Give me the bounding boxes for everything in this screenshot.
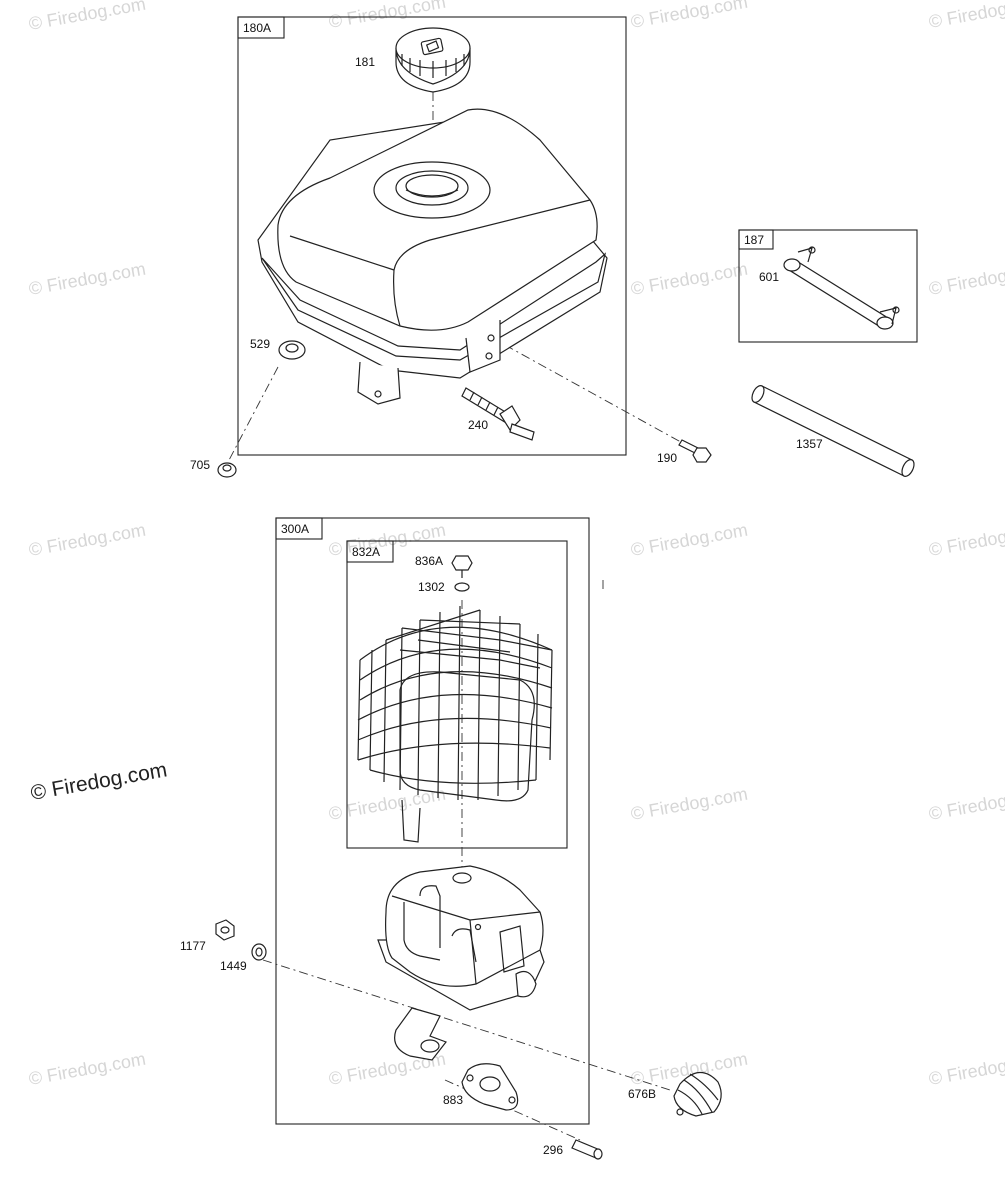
callout-296: 296	[543, 1143, 563, 1157]
watermark: © Firedog.com	[629, 0, 749, 32]
watermark: © Firedog.com	[927, 0, 1005, 32]
fuel-tank-part	[257, 108, 608, 405]
washer-529-part	[278, 340, 306, 360]
watermark: © Firedog.com	[629, 784, 749, 824]
group-title-box	[738, 229, 774, 250]
callout-240: 240	[468, 418, 488, 432]
muffler-part	[377, 865, 545, 1061]
watermark: © Firedog.com	[927, 784, 1005, 824]
watermark: © Firedog.com	[927, 520, 1005, 560]
fuel-cap-part	[395, 27, 471, 93]
nut-1177-part	[215, 919, 235, 941]
callout-883: 883	[443, 1093, 463, 1107]
watermark-feature: © Firedog.com	[29, 758, 169, 805]
fuel-valve-part	[461, 387, 535, 441]
bolt-836A-part	[451, 555, 473, 578]
callout-labels: 181 529 240 190 705 601 1357 836A 1302 1…	[180, 55, 823, 1157]
watermark: © Firedog.com	[629, 259, 749, 299]
callout-1449: 1449	[220, 959, 247, 973]
watermark: © Firedog.com	[27, 0, 147, 34]
group-180A: 180A	[237, 16, 627, 456]
group-title-box	[346, 540, 394, 563]
group-title-box	[237, 16, 285, 39]
watermark: © Firedog.com	[27, 520, 147, 560]
washer-1449-part	[251, 943, 267, 961]
callout-529: 529	[250, 337, 270, 351]
group-title-box	[275, 517, 323, 540]
callout-705: 705	[190, 458, 210, 472]
group-832A: 832A	[346, 540, 568, 849]
group-frame	[275, 517, 590, 1125]
muffler-guard-part	[357, 605, 553, 843]
watermark: © Firedog.com	[27, 1049, 147, 1089]
washer-1302-part	[454, 582, 470, 592]
group-title: 180A	[243, 21, 271, 35]
gasket-883-part	[461, 1063, 519, 1111]
callout-1177: 1177	[180, 939, 206, 953]
watermark: © Firedog.com	[927, 259, 1005, 299]
group-title: 300A	[281, 522, 309, 536]
group-title: 187	[744, 233, 764, 247]
deflector-676B-part	[673, 1071, 722, 1117]
callout-1302: 1302	[418, 580, 445, 594]
group-frame	[237, 16, 627, 456]
callout-836A: 836A	[415, 554, 443, 568]
watermark: © Firedog.com	[629, 520, 749, 560]
fuel-line-601-part	[783, 246, 900, 330]
group-frame	[346, 540, 568, 849]
group-187: 187	[738, 229, 918, 343]
watermark: © Firedog.com	[27, 259, 147, 299]
callout-181: 181	[355, 55, 375, 69]
bolt-190-part	[678, 439, 712, 463]
watermark: © Firedog.com	[327, 0, 447, 32]
fuel-line-1357-part	[751, 385, 915, 477]
callout-1357: 1357	[796, 437, 823, 451]
group-title: 832A	[352, 545, 380, 559]
callout-676B: 676B	[628, 1087, 656, 1101]
group-300A: 300A	[275, 517, 590, 1125]
pin-296-part	[571, 1139, 603, 1160]
watermark: © Firedog.com	[927, 1049, 1005, 1089]
group-frame	[738, 229, 918, 343]
callout-190: 190	[657, 451, 677, 465]
nut-705-part	[217, 462, 237, 478]
watermark: © Firedog.com	[327, 784, 447, 824]
callout-601: 601	[759, 270, 779, 284]
